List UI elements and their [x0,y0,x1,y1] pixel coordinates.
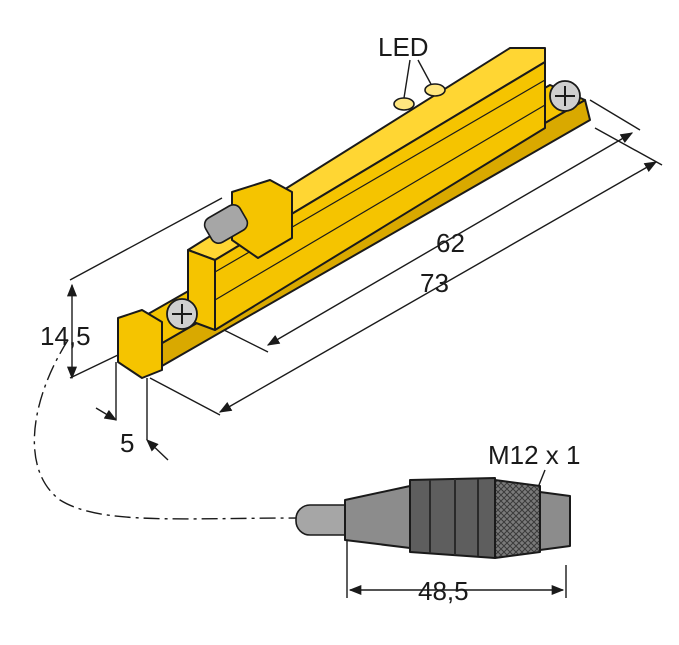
connector-length-label: 48,5 [418,576,469,606]
width-label: 5 [120,428,134,458]
length-62-label: 62 [436,228,465,258]
thread-label: M12 x 1 [488,440,581,470]
led-indicator [424,83,446,97]
dimension-lines [66,59,663,598]
m12-connector [295,477,571,559]
led-label: LED [378,32,429,62]
sensor-housing [117,47,591,379]
led-indicator [393,97,415,111]
screw-icon [166,298,198,330]
length-73-label: 73 [420,268,449,298]
cable-stub [203,204,249,244]
cable-path [33,339,301,520]
screw-icon [549,80,581,112]
height-label: 14,5 [40,321,91,351]
